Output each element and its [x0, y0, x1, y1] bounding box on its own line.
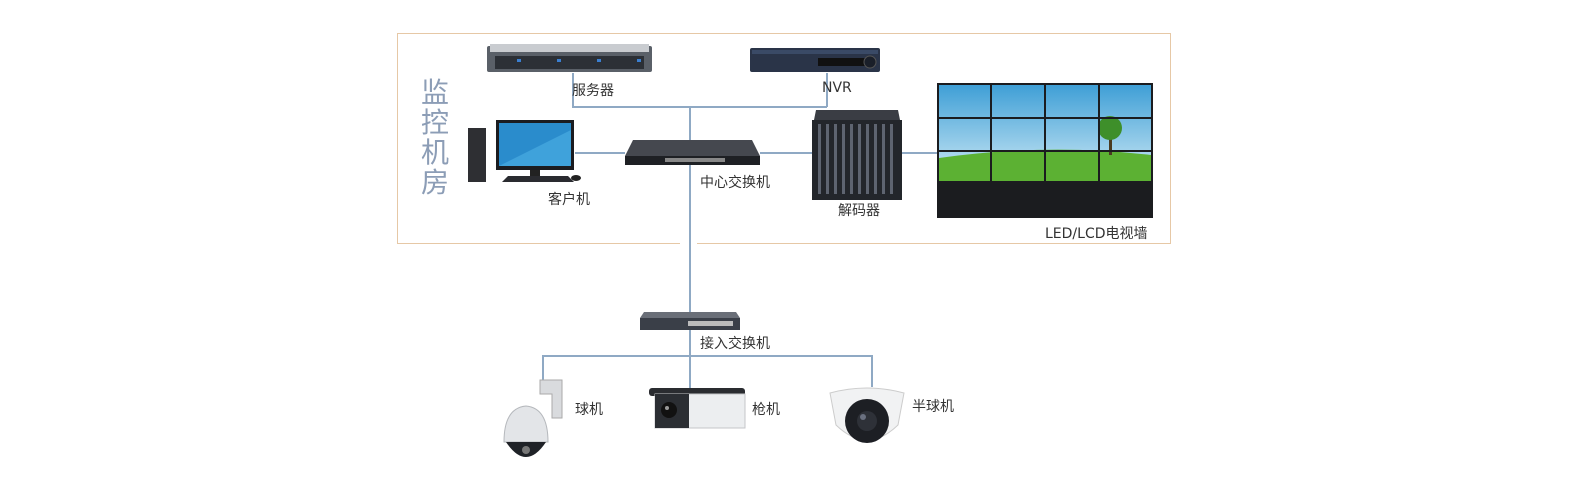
video-wall-label: LED/LCD电视墙	[1045, 226, 1148, 242]
line-top-bus	[572, 106, 827, 108]
line-dome	[871, 355, 873, 387]
decoder-label: 解码器	[838, 203, 880, 219]
bullet-camera-icon	[649, 388, 746, 429]
room-border-bottom-left	[397, 243, 680, 244]
monitoring-room-border	[397, 33, 1171, 244]
decoder-icon	[812, 110, 902, 200]
line-decoder	[760, 152, 812, 154]
dome-camera-icon	[829, 387, 905, 443]
core-switch-icon	[625, 140, 760, 165]
line-server	[572, 73, 574, 107]
core-switch-label: 中心交换机	[700, 175, 770, 191]
ptz-camera-label: 球机	[575, 402, 603, 418]
client-label: 客户机	[548, 192, 590, 208]
nvr-icon	[750, 48, 880, 72]
dome-camera-label: 半球机	[912, 399, 954, 415]
line-access-down	[689, 330, 691, 388]
line-client	[575, 152, 625, 154]
room-title: 监控机房	[420, 76, 449, 199]
ptz-camera-icon	[503, 379, 563, 457]
access-switch-icon	[640, 312, 740, 330]
access-switch-label: 接入交换机	[700, 336, 770, 352]
server-icon	[487, 44, 652, 72]
video-wall-icon	[937, 83, 1153, 218]
room-border-bottom-right	[697, 243, 1171, 244]
client-pc-icon	[468, 120, 581, 182]
line-wall	[900, 152, 938, 154]
line-trunk	[689, 106, 691, 312]
line-nvr	[826, 73, 828, 107]
line-camera-bus	[542, 355, 872, 357]
nvr-label: NVR	[822, 80, 852, 96]
bullet-camera-label: 枪机	[752, 402, 780, 418]
line-ptz	[542, 355, 544, 383]
server-label: 服务器	[572, 83, 614, 99]
